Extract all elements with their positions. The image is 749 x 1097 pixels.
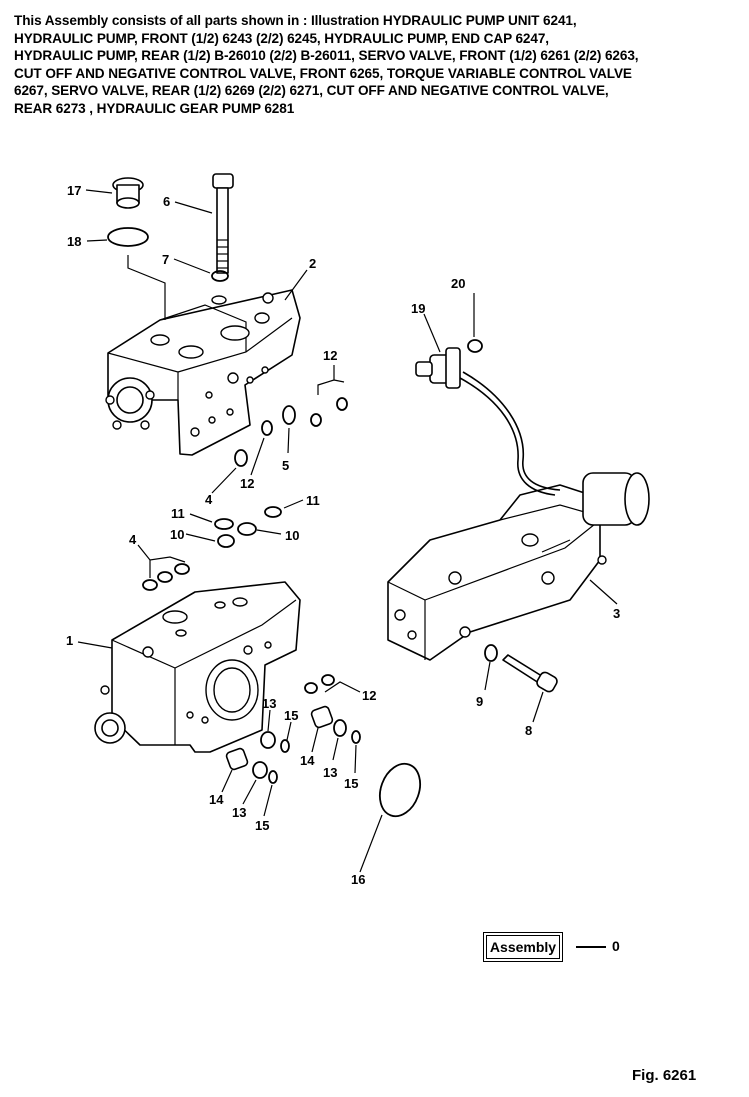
plug-13-b bbox=[260, 731, 276, 749]
servo-valve-assembly bbox=[387, 472, 650, 661]
oring-15-b bbox=[280, 739, 290, 753]
callout-10-b: 10 bbox=[285, 528, 299, 543]
oring-12-b1 bbox=[310, 413, 322, 427]
callout-15-b: 15 bbox=[344, 776, 358, 791]
oring-16 bbox=[378, 762, 422, 818]
plug-17 bbox=[112, 177, 144, 209]
oring-15-c bbox=[268, 770, 278, 784]
oring-11-a bbox=[214, 518, 234, 530]
oring-4-b2 bbox=[157, 571, 173, 583]
lower-valve-block bbox=[94, 581, 301, 753]
callout-13-a: 13 bbox=[262, 696, 276, 711]
assembly-leader-dash bbox=[576, 946, 606, 948]
header-line: This Assembly consists of all parts show… bbox=[14, 13, 577, 28]
callout-numbers: 17 18 6 7 2 12 20 19 5 12 4 11 11 10 10 … bbox=[66, 183, 620, 887]
seal-10-b bbox=[237, 522, 257, 536]
oring-15-a bbox=[351, 730, 361, 744]
sensor-connector bbox=[415, 347, 561, 496]
callout-20: 20 bbox=[451, 276, 465, 291]
callout-17: 17 bbox=[67, 183, 81, 198]
oring-18 bbox=[107, 227, 149, 247]
callout-12-a: 12 bbox=[323, 348, 337, 363]
callout-15-a: 15 bbox=[284, 708, 298, 723]
bolt-6 bbox=[212, 173, 234, 274]
oring-4-b1 bbox=[142, 579, 158, 591]
callout-7: 7 bbox=[162, 252, 169, 267]
callout-10-a: 10 bbox=[170, 527, 184, 542]
callout-1: 1 bbox=[66, 633, 73, 648]
upper-valve-block bbox=[105, 289, 301, 456]
bolt-8 bbox=[502, 654, 558, 693]
plug-13-a bbox=[333, 719, 347, 737]
callout-15-c: 15 bbox=[255, 818, 269, 833]
callout-4-a: 4 bbox=[205, 492, 213, 507]
header-line: REAR 6273 , HYDRAULIC GEAR PUMP 6281 bbox=[14, 100, 295, 116]
callout-11-b: 11 bbox=[306, 493, 320, 508]
callout-12-b: 12 bbox=[240, 476, 254, 491]
callout-4-b: 4 bbox=[129, 532, 137, 547]
assembly-label: Assembly bbox=[489, 939, 557, 955]
callout-8: 8 bbox=[525, 723, 532, 738]
callout-19: 19 bbox=[411, 301, 425, 316]
assembly-number: 0 bbox=[612, 938, 620, 954]
callout-11-a: 11 bbox=[171, 506, 185, 521]
plug-14-a bbox=[310, 705, 334, 729]
figure-caption: Fig. 6261 bbox=[632, 1067, 697, 1084]
leader-lines bbox=[77, 189, 618, 873]
header-line: CUT OFF AND NEGATIVE CONTROL VALVE, FRON… bbox=[14, 65, 632, 81]
callout-18: 18 bbox=[67, 234, 81, 249]
washer-20 bbox=[467, 339, 483, 353]
plug-13-c bbox=[252, 761, 268, 779]
oring-12-c2 bbox=[321, 674, 335, 686]
callout-6: 6 bbox=[163, 194, 170, 209]
callout-2: 2 bbox=[309, 256, 316, 271]
seal-10-a bbox=[217, 534, 235, 548]
callout-12-c: 12 bbox=[362, 688, 376, 703]
oring-5 bbox=[282, 405, 296, 425]
plug-14-b bbox=[225, 747, 249, 771]
callout-13-b: 13 bbox=[323, 765, 337, 780]
oring-11-b bbox=[264, 506, 282, 518]
header-line: HYDRAULIC PUMP, REAR (1/2) B-26010 (2/2)… bbox=[14, 48, 639, 64]
header-line: 6267, SERVO VALVE, REAR (1/2) 6269 (2/2)… bbox=[14, 83, 609, 99]
callout-14-b: 14 bbox=[209, 792, 224, 807]
assembly-legend-box: Assembly bbox=[483, 932, 563, 962]
callout-9: 9 bbox=[476, 694, 483, 709]
callout-16: 16 bbox=[351, 872, 365, 887]
header-line: HYDRAULIC PUMP, FRONT (1/2) 6243 (2/2) 6… bbox=[14, 30, 549, 46]
oring-12-c1 bbox=[304, 682, 318, 694]
oring-4-a bbox=[234, 449, 248, 467]
oring-4-b3 bbox=[174, 563, 190, 575]
washer-7 bbox=[211, 270, 229, 282]
callout-14-a: 14 bbox=[300, 753, 315, 768]
oring-12-a bbox=[261, 420, 273, 436]
oring-12-b2 bbox=[336, 397, 348, 411]
washer-9 bbox=[484, 644, 498, 662]
callout-13-c: 13 bbox=[232, 805, 246, 820]
callout-5: 5 bbox=[282, 458, 289, 473]
header-text: This Assembly consists of all parts show… bbox=[14, 12, 736, 118]
callout-3: 3 bbox=[613, 606, 620, 621]
